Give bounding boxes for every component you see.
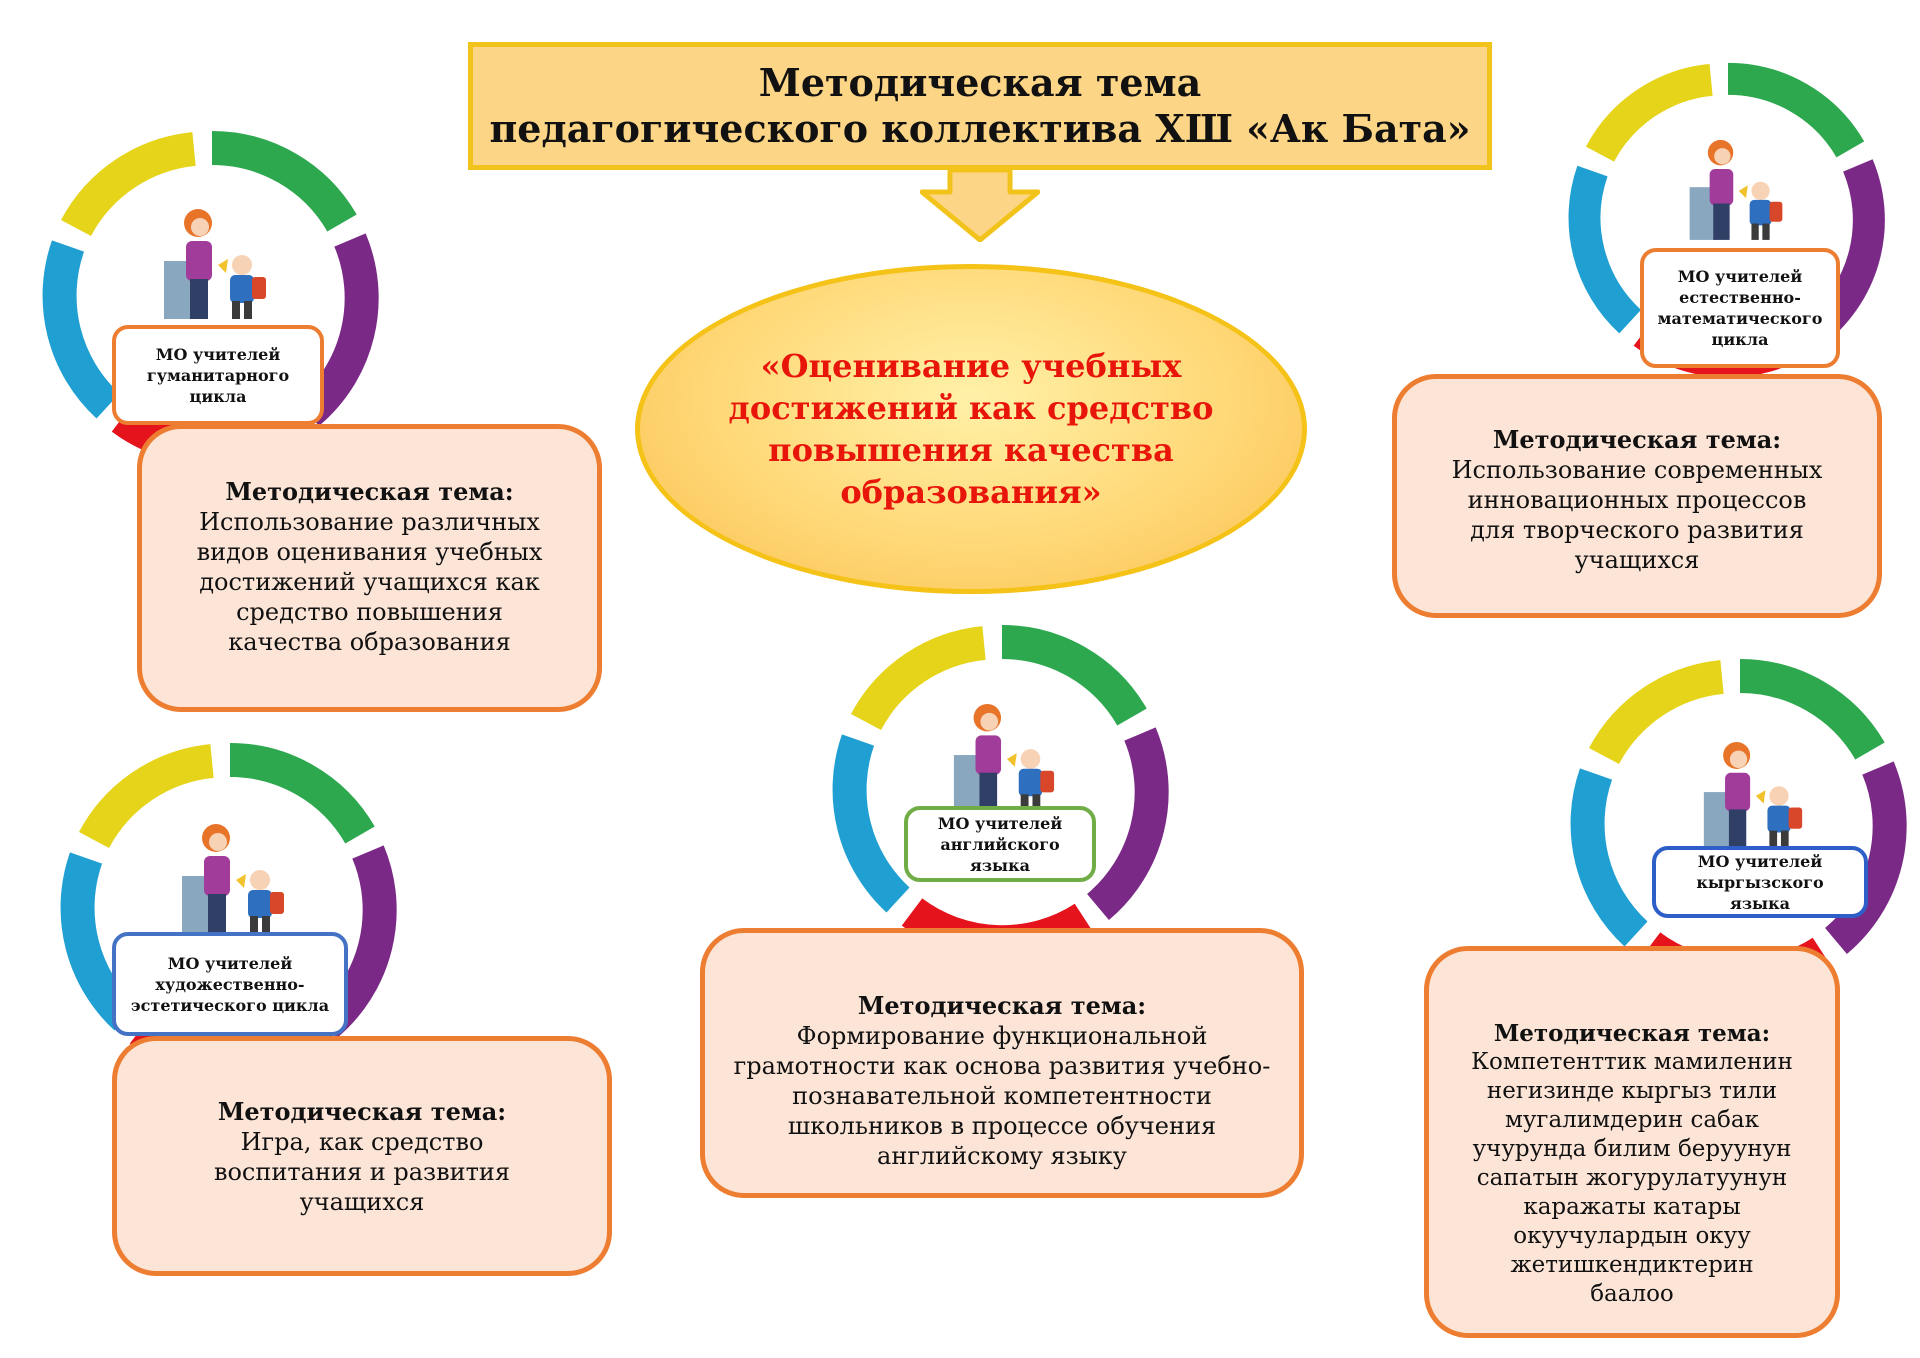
teacher-student-icon	[953, 703, 1055, 812]
theme-text: Игра, как средство воспитания и развития…	[213, 1128, 511, 1216]
teacher-student-icon	[1703, 741, 1803, 848]
ring-humanitarian: МО учителей гуманитарного цикла	[42, 128, 382, 468]
ring-segment-purple	[1824, 761, 1907, 955]
ring-segment-green	[229, 742, 375, 844]
theme-title: Методическая тема:	[1493, 1020, 1771, 1047]
group-label: МО учителей кыргызского языка	[1652, 846, 1868, 918]
ring-science-math: МО учителей естественно-математического …	[1568, 60, 1888, 380]
theme-box-science-math: Методическая тема: Использование совреме…	[1392, 374, 1882, 618]
ring-segment-yellow	[1588, 660, 1725, 765]
ring-segment-blue	[1570, 768, 1648, 947]
central-theme-text: «Оценивание учебных достижений как средс…	[728, 347, 1214, 511]
theme-text: Использование современных инновационных …	[1451, 456, 1823, 574]
teacher-student-icon	[182, 824, 284, 934]
theme-title: Методическая тема:	[857, 991, 1147, 1020]
central-theme: «Оценивание учебных достижений как средс…	[635, 264, 1307, 594]
theme-text: Использование различных видов оценивания…	[196, 508, 543, 656]
theme-title: Методическая тема:	[1492, 425, 1782, 454]
ring-segment-blue	[42, 240, 120, 419]
ring-segment-green	[1727, 62, 1865, 158]
ring-segment-green	[1001, 624, 1147, 726]
theme-title: Методическая тема:	[225, 477, 514, 506]
theme-text: Формирование функциональной грамотности …	[733, 1022, 1271, 1170]
header-banner: Методическая тема педагогического коллек…	[468, 42, 1492, 170]
theme-box-english: Методическая тема: Формирование функцион…	[700, 928, 1304, 1198]
theme-box-kyrgyz: Методическая тема: Компетенттик мамилени…	[1424, 946, 1840, 1338]
ring-kyrgyz: МО учителей кыргызского языка	[1570, 656, 1910, 996]
theme-title: Методическая тема:	[217, 1097, 507, 1126]
teacher-student-icon	[1689, 139, 1783, 240]
ring-segment-yellow	[850, 626, 987, 731]
group-label: МО учителей гуманитарного цикла	[112, 325, 324, 425]
ring-segment-blue	[832, 734, 910, 913]
theme-box-humanitarian: Методическая тема: Использование различн…	[137, 424, 602, 712]
ring-segment-green	[211, 130, 357, 232]
header-line2: педагогического коллектива ХШ «Ак Бата»	[489, 106, 1471, 151]
ring-segment-green	[1739, 658, 1885, 760]
ring-arts: МО учителей художественно-эстетического …	[60, 740, 400, 1080]
teacher-student-icon	[164, 209, 266, 319]
theme-box-arts: Методическая тема: Игра, как средство во…	[112, 1036, 612, 1276]
theme-text: Компетенттик мамиленин негизинде кыргыз …	[1471, 1049, 1793, 1307]
group-label: МО учителей художественно-эстетического …	[112, 932, 348, 1036]
ring-segment-blue	[60, 852, 138, 1031]
header-line1: Методическая тема	[758, 60, 1202, 105]
ring-segment-blue	[1568, 165, 1642, 334]
down-arrow-icon	[920, 170, 1040, 242]
ring-segment-purple	[1086, 727, 1169, 921]
ring-segment-yellow	[78, 744, 215, 849]
ring-segment-yellow	[60, 132, 197, 237]
ring-segment-purple	[296, 233, 379, 427]
ring-segment-yellow	[1585, 63, 1713, 162]
ring-english: МО учителей английского языка	[832, 622, 1172, 962]
group-label: МО учителей английского языка	[904, 806, 1096, 882]
group-label: МО учителей естественно-математического …	[1640, 248, 1840, 368]
